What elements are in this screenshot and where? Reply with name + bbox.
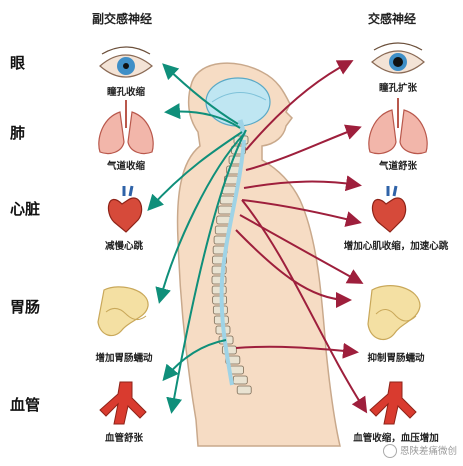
spine	[211, 135, 252, 395]
row-label-eye: 眼	[10, 54, 26, 72]
row-label-heart: 心脏	[10, 200, 41, 218]
brain	[205, 77, 271, 127]
caption-airway-dilate: 气道舒张	[378, 161, 418, 172]
caption-vasoconstrict: 血管收缩，血压增加	[353, 433, 439, 444]
intestines-right-illustration	[367, 285, 421, 341]
lungs-right-illustration	[368, 98, 428, 155]
spinal-cord	[219, 139, 246, 386]
row-label-gut: 胃肠	[10, 298, 41, 316]
eye-right-illustration	[371, 42, 425, 74]
vessel-right-illustration	[369, 381, 417, 425]
vertebra	[232, 375, 248, 385]
vertebra	[236, 385, 252, 395]
vertebra	[212, 295, 228, 305]
caption-vasodilation: 血管舒张	[104, 433, 144, 444]
heart-left-illustration	[107, 185, 143, 233]
sympathetic-nerves	[235, 60, 368, 414]
wechat-icon	[382, 444, 397, 458]
caption-pupil-constrict: 瞳孔收缩	[106, 87, 146, 98]
body-silhouette	[176, 62, 341, 447]
vertebra	[217, 205, 233, 215]
parasympathetic-nerves	[147, 63, 247, 414]
watermark: 恩陕差痛微创	[382, 443, 457, 458]
parasympathetic-header: 副交感神经	[92, 12, 153, 26]
caption-inhibit-peristalsis: 抑制胃肠蠕动	[367, 353, 425, 364]
row-label-vessel: 血管	[10, 396, 41, 414]
caption-increase-peristalsis: 增加胃肠蠕动	[95, 353, 153, 364]
eye-left-illustration	[99, 46, 153, 78]
vertebra	[219, 195, 235, 205]
intestines-left-illustration	[97, 286, 149, 337]
caption-pupil-dilate: 瞳孔扩张	[378, 83, 418, 94]
row-label-lung: 肺	[10, 124, 26, 142]
lungs-left-illustration	[98, 100, 154, 155]
caption-increase-heart: 增加心肌收缩，加速心跳	[343, 241, 449, 252]
heart-right-illustration	[371, 185, 407, 233]
caption-airway-constrict: 气道收缩	[106, 161, 146, 172]
vertebra	[211, 285, 227, 295]
vessel-left-illustration	[99, 381, 147, 425]
caption-slow-heart: 减慢心跳	[104, 241, 144, 252]
sympathetic-header: 交感神经	[368, 12, 417, 26]
